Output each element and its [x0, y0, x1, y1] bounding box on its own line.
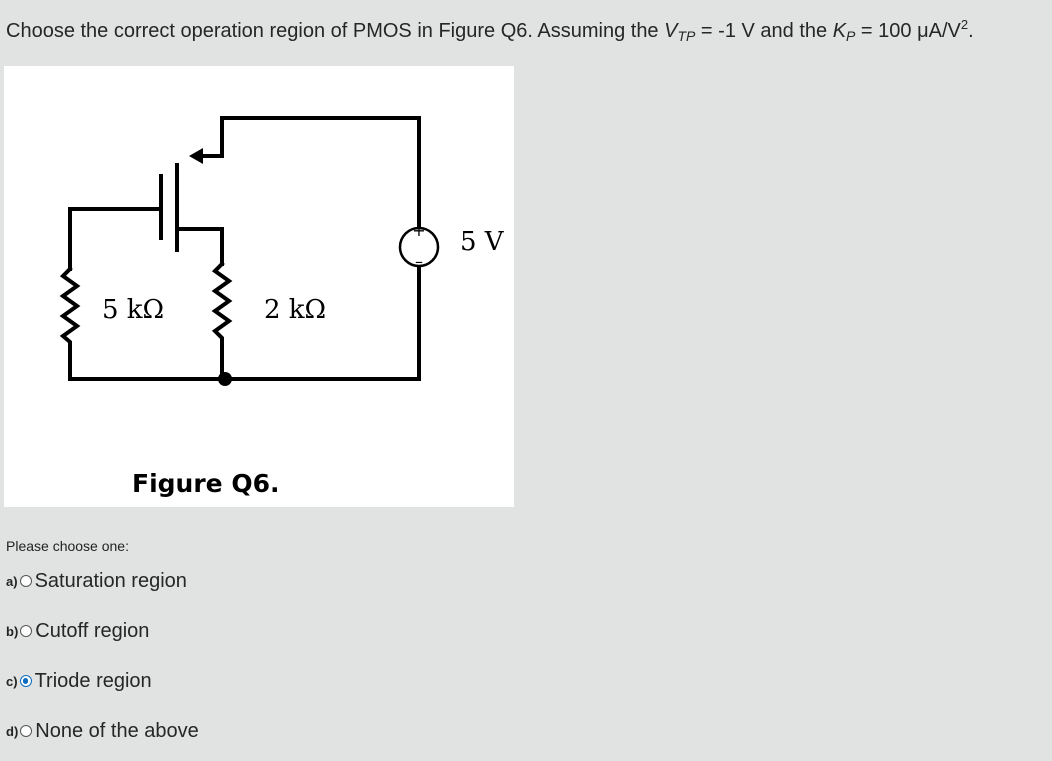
- wire-top: [220, 116, 421, 230]
- resistor-2k-label: 2 kΩ: [264, 295, 326, 325]
- option-letter: b): [6, 623, 19, 639]
- wire-bottom: [223, 264, 421, 381]
- source-minus: –: [415, 252, 423, 271]
- resistor-2k: [211, 261, 233, 381]
- source-value: 5 V: [460, 227, 505, 257]
- resistor-5k-label: 5 kΩ: [102, 295, 164, 325]
- question-text: Choose the correct operation region of P…: [6, 17, 974, 44]
- option-letter: a): [6, 573, 18, 589]
- resistor-5k: [59, 266, 227, 381]
- option-label[interactable]: Cutoff region: [35, 619, 150, 642]
- kp-variable: K: [832, 20, 847, 42]
- option-label[interactable]: Triode region: [34, 669, 152, 692]
- option-c[interactable]: c) Triode region: [6, 668, 152, 694]
- circuit-figure: + – 5 V 5 kΩ 2 kΩ Figure Q6.: [4, 66, 514, 507]
- option-a[interactable]: a) Saturation region: [6, 568, 187, 594]
- figure-caption: Figure Q6.: [132, 469, 279, 498]
- drain-lead: [175, 227, 224, 266]
- option-d[interactable]: d) None of the above: [6, 718, 199, 744]
- source-arrow: [189, 148, 203, 164]
- option-label[interactable]: None of the above: [35, 719, 199, 742]
- choose-prompt: Please choose one:: [6, 538, 129, 554]
- option-label[interactable]: Saturation region: [34, 569, 187, 592]
- option-letter: d): [6, 723, 19, 739]
- vtp-variable: V: [664, 20, 678, 42]
- junction-dot: [218, 372, 232, 386]
- wire-gate: [68, 207, 163, 271]
- voltage-source: [398, 226, 440, 268]
- option-b[interactable]: b) Cutoff region: [6, 618, 149, 644]
- source-plus: +: [412, 221, 425, 240]
- radio-button[interactable]: [19, 675, 32, 687]
- circuit-diagram: + – 5 V 5 kΩ 2 kΩ Figure Q6.: [59, 116, 505, 498]
- radio-button[interactable]: [19, 575, 32, 587]
- radio-button[interactable]: [20, 725, 33, 737]
- option-letter: c): [6, 673, 18, 689]
- radio-button[interactable]: [20, 625, 33, 637]
